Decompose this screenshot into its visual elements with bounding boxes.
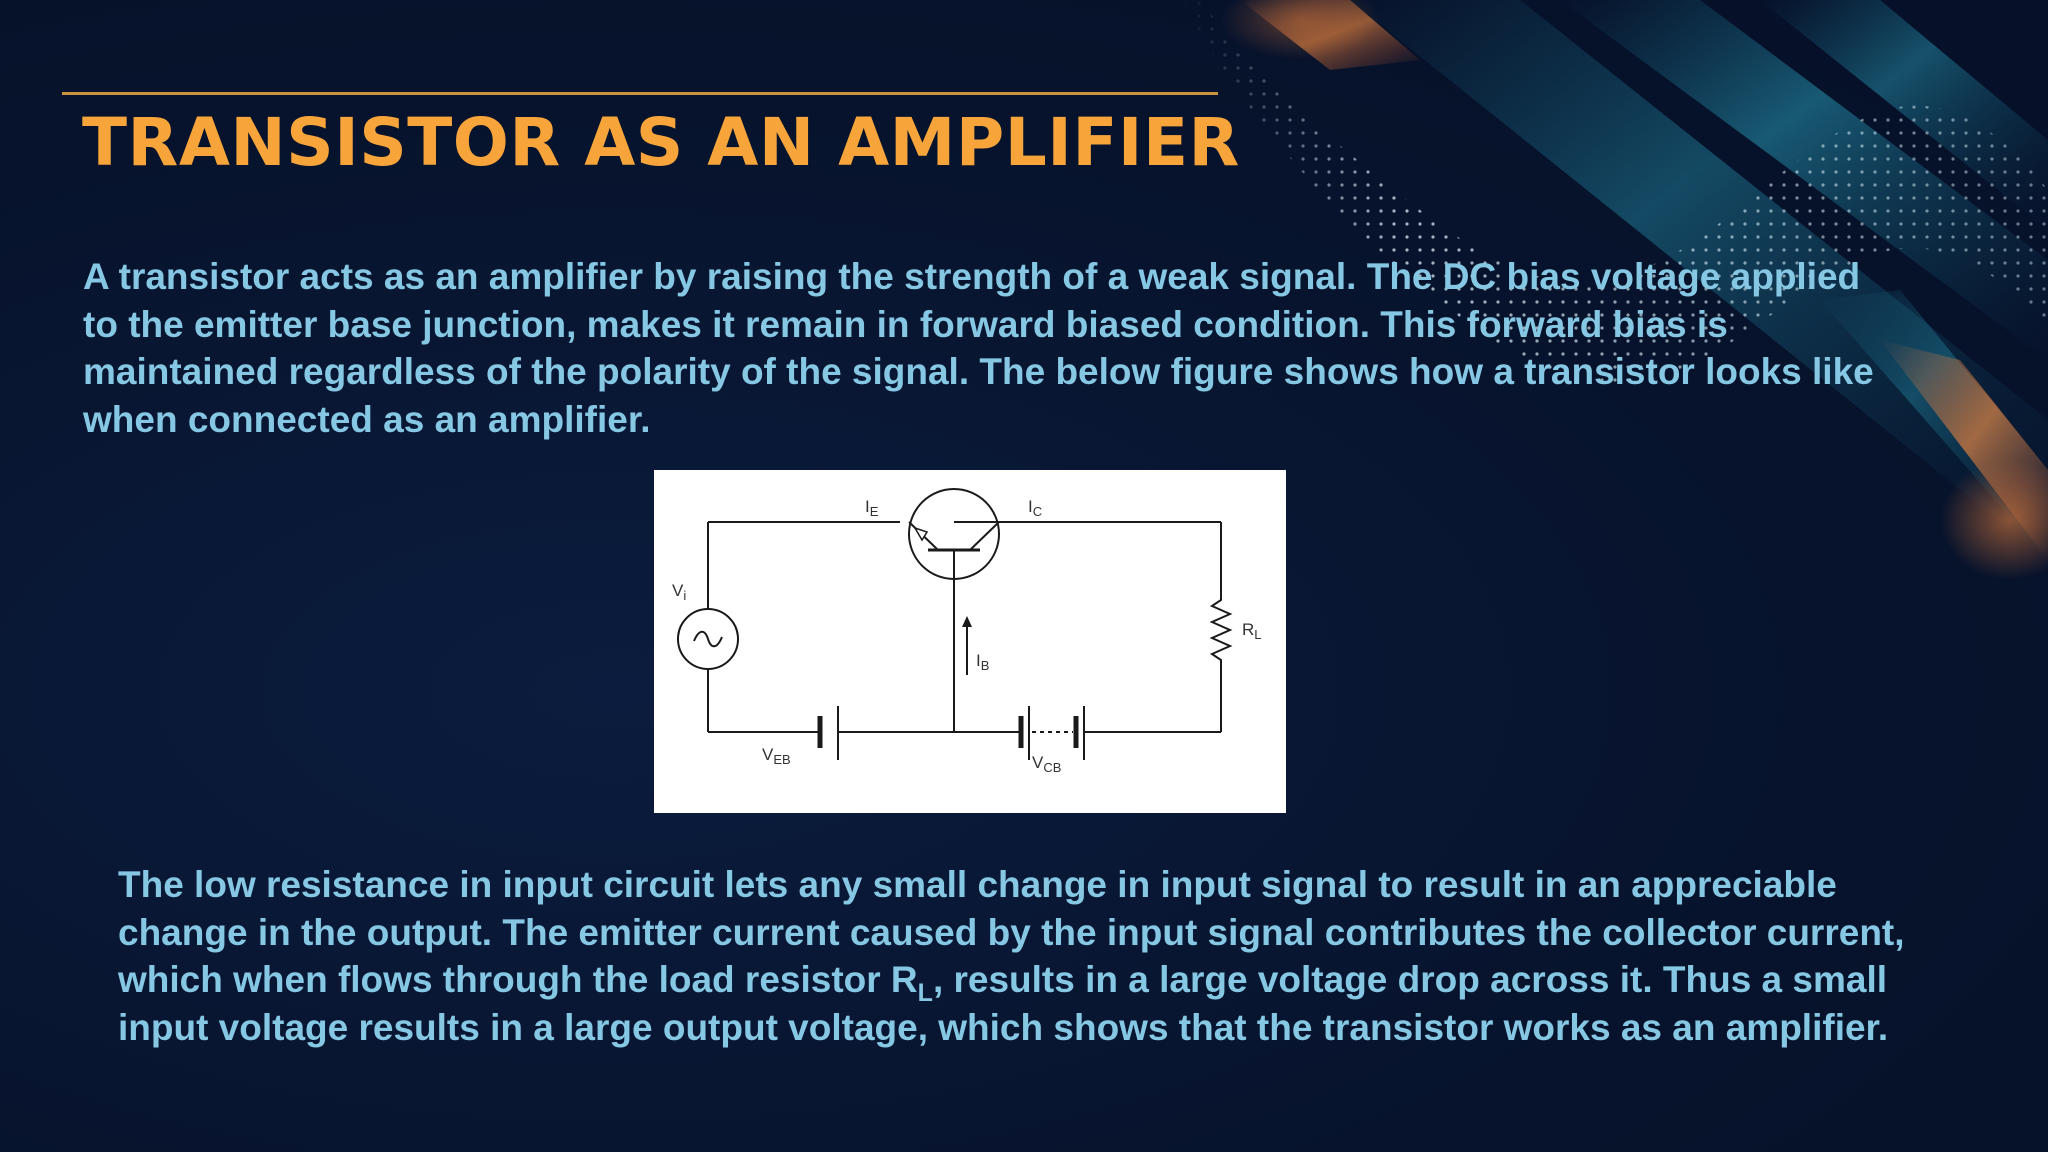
label-rl: RL <box>1242 620 1262 642</box>
explanation-text-part-1: The low resistance in input circuit lets… <box>118 864 1905 1000</box>
explanation-text-part-2: , results in a large voltage drop across… <box>118 959 1889 1048</box>
label-ic: IC <box>1028 497 1042 519</box>
circuit-schematic: IE IC Vi IB RL VEB VCB <box>672 488 1262 775</box>
intro-paragraph: A transistor acts as an amplifier by rai… <box>83 256 1874 440</box>
label-ie: IE <box>865 497 879 519</box>
load-resistor-icon <box>1209 592 1233 666</box>
slide-title: TRANSISTOR AS AN AMPLIFIER <box>82 104 1240 181</box>
label-veb: VEB <box>762 745 791 767</box>
label-vcb: VCB <box>1032 753 1061 775</box>
transistor-collector-lead <box>969 521 1000 551</box>
base-current-arrowhead-icon <box>962 616 972 627</box>
label-vi: Vi <box>672 581 686 603</box>
ac-source-icon <box>677 608 739 670</box>
label-ib: IB <box>976 651 989 673</box>
explanation-subscript: L <box>917 979 933 1007</box>
title-underline-rule <box>62 92 1218 95</box>
amplifier-circuit-diagram: IE IC Vi IB RL VEB VCB <box>654 470 1286 813</box>
emitter-arrow-icon <box>913 526 929 542</box>
explanation-paragraph: The low resistance in input circuit lets… <box>118 861 1938 1051</box>
sine-wave-icon <box>693 630 723 648</box>
